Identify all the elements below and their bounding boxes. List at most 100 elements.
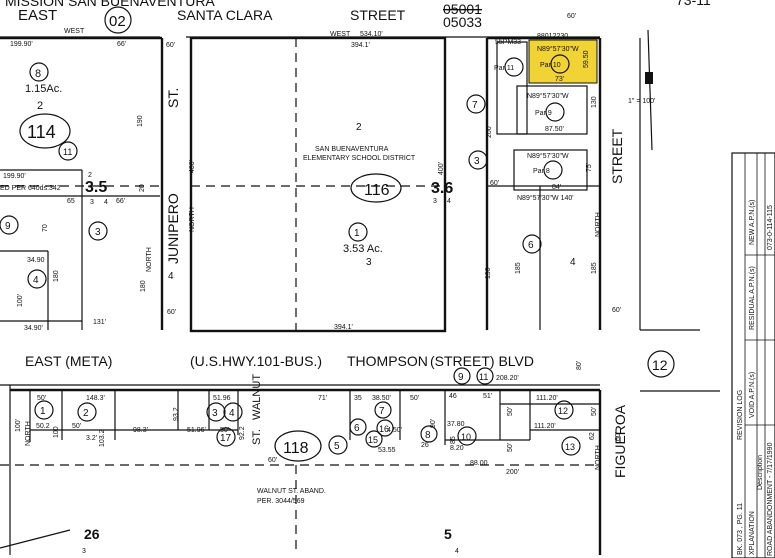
parcel-12-num: 12 <box>558 406 568 416</box>
residual-apn-label: RESIDUAL A.P.N.(s) <box>749 266 756 330</box>
revision-log-table <box>731 152 775 558</box>
dim-75: 75' <box>586 163 593 172</box>
pm-ref: 55PM33 <box>495 39 521 46</box>
acreage-1: 3.53 Ac. <box>343 243 383 255</box>
street-label-junipero: JUNIPERO <box>165 193 181 264</box>
parcel-1-num-b: 1 <box>40 406 46 417</box>
street-label-figueroa: FIGUEROA <box>612 404 628 478</box>
d35: 35 <box>354 395 362 402</box>
north-arrow-head <box>645 72 653 84</box>
parcel-9-num: 9 <box>5 221 11 232</box>
d50-2: 50.2 <box>36 423 50 430</box>
parcel-9-box <box>516 85 588 135</box>
n89-1: N89°57'30"W <box>537 45 579 53</box>
lot-3-bottom: 3 <box>82 548 86 555</box>
lot-4-right: 4 <box>570 257 576 268</box>
parcel-1-circle <box>348 222 368 242</box>
revision-log-title: REVISION LOG <box>737 390 744 440</box>
entry-new-apn: 073-0-114-115 <box>767 205 774 250</box>
parcel-11-num-b: 11 <box>479 372 488 382</box>
d90: 90' <box>430 419 437 428</box>
lot-4-bottom: 4 <box>455 548 459 555</box>
parcel-15-circle <box>365 430 383 448</box>
parcel-9-circle-2 <box>545 102 565 122</box>
block-02-circle <box>104 6 132 34</box>
n89-3: N89°57'30"W 140' <box>517 194 574 202</box>
dim-87-50: 87.50' <box>545 126 564 133</box>
parcel-11-num: 11 <box>63 147 72 157</box>
street-label-thompson: THOMPSON <box>347 353 428 369</box>
west-label-2: WEST <box>330 31 351 38</box>
street-label-walnut: WALNUT <box>251 374 263 420</box>
lot-2-small: 2 <box>88 172 92 179</box>
parcel-8-box <box>513 149 588 191</box>
par-8: Par 8 <box>533 168 550 175</box>
parcel-6-num-b: 6 <box>354 423 360 434</box>
dim-84: 84' <box>552 184 561 191</box>
d38: 38.50' <box>372 395 391 402</box>
street-label-east: EAST <box>18 7 57 24</box>
dim-180: 180 <box>53 270 60 282</box>
d51: 51' <box>483 393 492 400</box>
d62: 62 <box>589 432 596 440</box>
d53: 53.55 <box>378 447 396 454</box>
dim-60b: 60' <box>167 309 176 316</box>
d37: 37.80 <box>447 421 465 428</box>
west-label: WEST <box>64 28 85 35</box>
dim-130: 130 <box>591 96 598 108</box>
street-label-us-hwy: (U.S.HWY.101-BUS.) <box>190 353 322 369</box>
d60-right: 60' <box>615 432 622 441</box>
street-label-street: STREET <box>350 7 406 23</box>
dim-190b: 190 <box>485 267 492 279</box>
d8-20: 8.20 <box>450 445 464 452</box>
parcel-9-num-b: 9 <box>458 372 464 383</box>
corner-dim-60: 60' <box>567 13 576 20</box>
lot-3-116b: 3 <box>366 257 372 268</box>
parcel-1-circle-b <box>34 400 54 420</box>
n89-4: N89°57'30"W <box>527 152 569 160</box>
d208: 208.20' <box>496 375 519 382</box>
dim-185b: 185 <box>591 262 598 274</box>
lot-2-116: 2 <box>356 122 362 133</box>
north-label-3: NORTH <box>595 212 602 237</box>
d93: 93.2 <box>173 407 180 421</box>
parcel-8-num-b: 8 <box>425 430 431 441</box>
parcel-1-num: 1 <box>354 228 360 239</box>
d60e: 60' <box>268 457 277 464</box>
parcel-3-circle-2 <box>468 150 488 170</box>
dedication-note: ED PER 640ds.342 <box>0 185 61 192</box>
new-block-number: 05033 <box>443 14 482 30</box>
dim-73: 73' <box>555 76 564 83</box>
parcel-8-circle-2 <box>543 160 563 180</box>
parcel-9-circle-b <box>453 367 471 385</box>
parcel-4-num: 4 <box>33 275 39 286</box>
dim-34-90b: 34.90' <box>24 325 43 332</box>
parcel-7-circle <box>466 94 486 114</box>
north-label-1: NORTH <box>146 247 153 272</box>
dim-60c: 60' <box>490 180 499 187</box>
school-district-1: SAN BUENAVENTURA <box>315 146 389 153</box>
parcel-8-num: 8 <box>35 68 41 80</box>
parcel-3-circle <box>88 221 108 241</box>
parcel-16-num: 16 <box>379 424 389 434</box>
parcel-16-circle <box>376 419 394 437</box>
parcel-4-circle <box>27 269 47 289</box>
parcel-10-highlight[interactable] <box>528 39 598 84</box>
north-label-5: NORTH <box>595 445 602 470</box>
page-3-5: 3.5 <box>85 179 107 196</box>
street-label-junipero-st: ST. <box>165 88 181 108</box>
dim-400: 400' <box>438 162 445 175</box>
parcel-6-circle-b <box>349 418 367 436</box>
dim-131: 131' <box>93 319 106 326</box>
d50e: 50' <box>507 407 514 416</box>
parcel-3-num-b: 3 <box>212 408 218 419</box>
parcel-11-circle-2 <box>504 57 524 77</box>
block-118-number: 118 <box>283 440 309 457</box>
dim-66b: 66' <box>116 198 125 205</box>
d50d: 50' <box>410 395 419 402</box>
street-label-mission: MISSION SAN BUENAVENTURA <box>5 0 215 9</box>
parcel-12-circle <box>554 400 574 420</box>
parcel-11-circle <box>58 141 78 161</box>
d100a: 100' <box>15 419 22 432</box>
parcel-10-circle-b <box>457 426 477 446</box>
